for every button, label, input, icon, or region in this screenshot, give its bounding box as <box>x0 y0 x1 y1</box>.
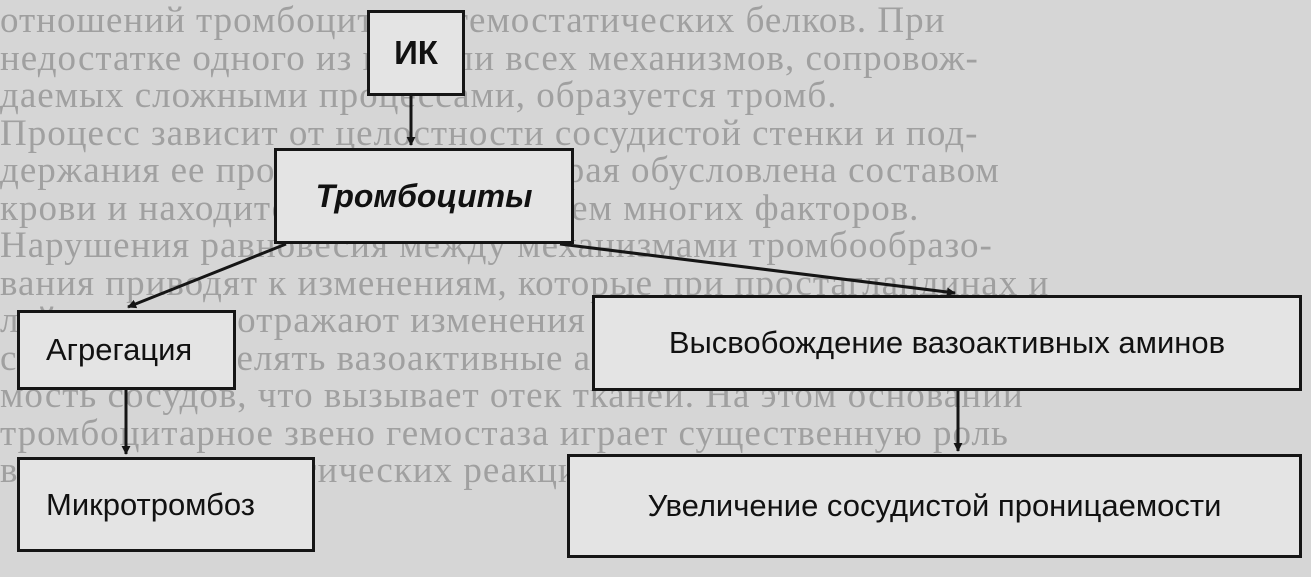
background-text-line: недостатке одного из них или всех механи… <box>0 37 979 79</box>
node-microthrombosis: Микротромбоз <box>17 457 315 552</box>
node-vascular-permeability-increase: Увеличение сосудистой проницаемости <box>567 454 1302 558</box>
node-platelets: Тромбоциты <box>274 148 574 244</box>
background-text-line: отношений тромбоцитов и гемостатических … <box>0 0 946 41</box>
node-vasoactive-amines-release: Высвобождение вазоактивных аминов <box>592 295 1302 391</box>
background-text-line: Процесс зависит от целостности сосудисто… <box>0 112 979 154</box>
arrow-platelets-to-aggregation <box>127 242 287 309</box>
node-aggregation: Агрегация <box>17 310 236 390</box>
background-text-line: тромбоцитарное звено гемостаза играет су… <box>0 412 1009 454</box>
node-ik: ИК <box>367 10 465 96</box>
arrow-platelets-to-release <box>559 242 956 297</box>
